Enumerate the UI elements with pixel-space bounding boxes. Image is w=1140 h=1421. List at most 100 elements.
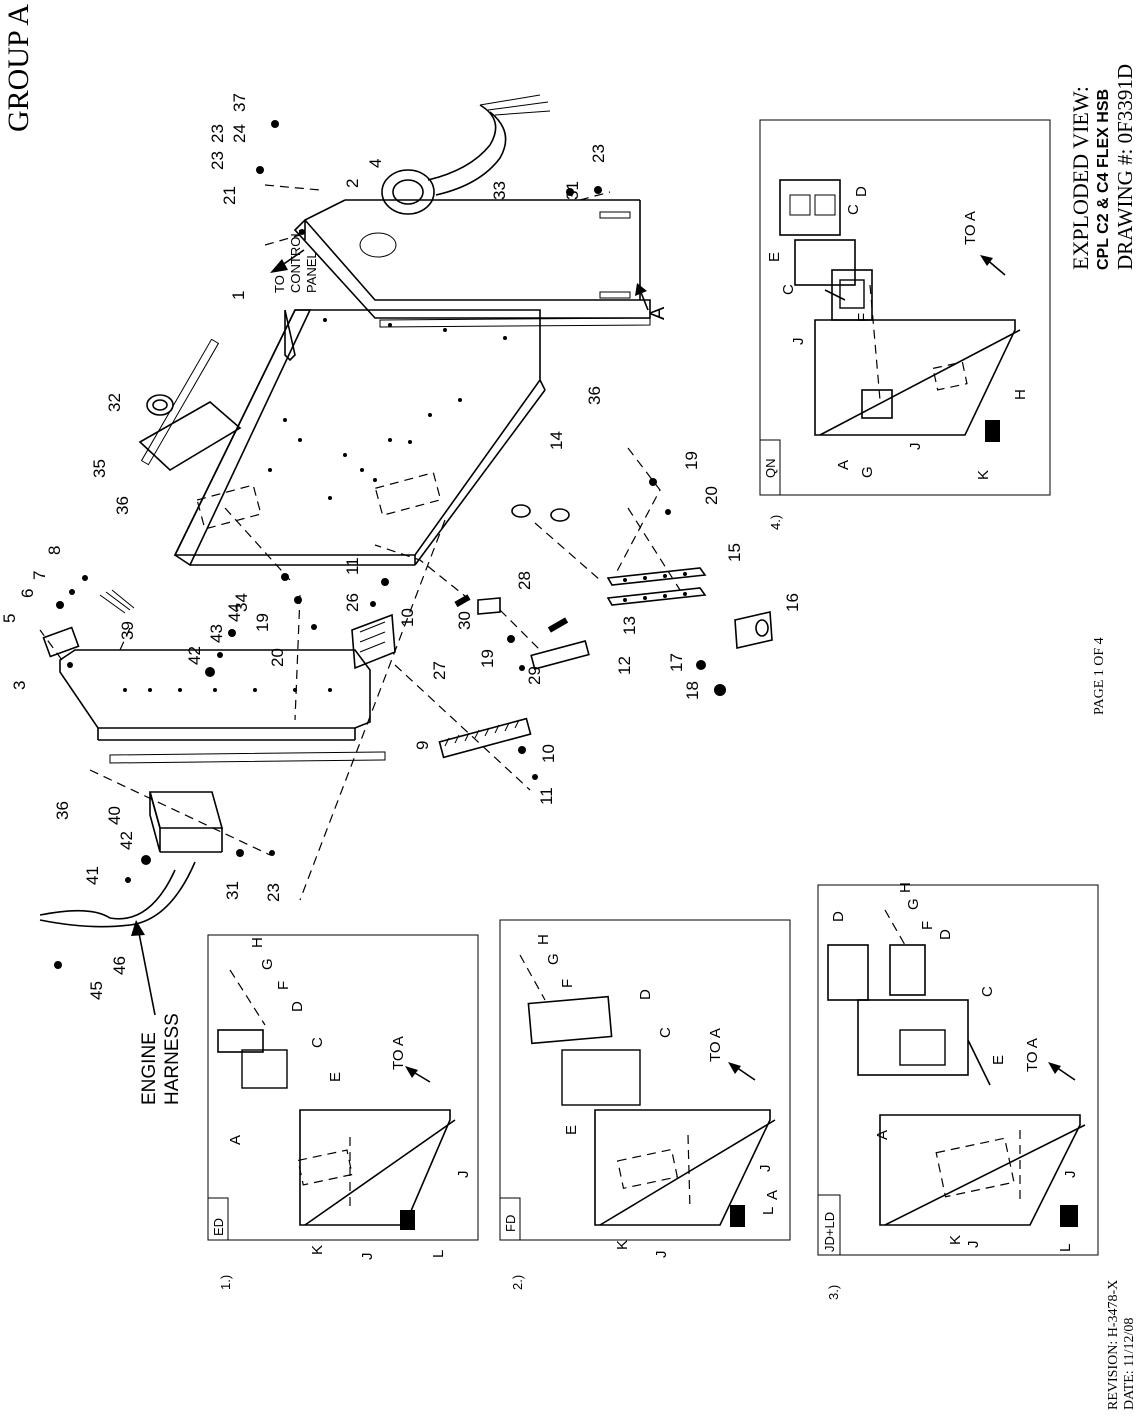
conduit-bushing	[381, 169, 435, 215]
inset-2-fd: FD 2.) A C D E F G H J J K L TO A	[499, 919, 791, 1290]
callout-17: 17	[667, 653, 686, 672]
terminal-block	[530, 640, 590, 670]
inset-2-letter-d: D	[637, 989, 654, 1000]
clip	[454, 594, 471, 608]
callout-20-a: 20	[268, 648, 287, 667]
callout-5: 5	[0, 614, 19, 623]
inset-3-letter-j-bottom: J	[965, 1241, 982, 1249]
callout-43: 43	[207, 624, 226, 643]
inset-1-letter-e: E	[327, 1072, 344, 1082]
callout-numbers: 1 2 3 4 5 6 7 8 9 10 10 11 11 12 13 14 1…	[0, 93, 802, 1000]
side-wall-right	[293, 199, 651, 319]
inset-3-letter-k: K	[947, 1235, 964, 1245]
inset-1-letter-a: A	[227, 1135, 244, 1145]
gasket-strip-right	[379, 317, 651, 328]
inset-2-letter-e: E	[563, 1125, 580, 1135]
callout-23-b: 23	[589, 144, 608, 163]
inset-2-letter-h: H	[535, 934, 552, 945]
callout-10-top: 10	[398, 608, 417, 627]
callout-19-a: 19	[253, 613, 272, 632]
callout-10-bottom: 10	[539, 744, 558, 763]
inset-2-number: 2.)	[510, 1275, 525, 1290]
callout-12: 12	[615, 656, 634, 675]
inset-4-letter-f: F	[855, 313, 872, 322]
callout-7: 7	[30, 571, 49, 580]
terminal-strip-long	[438, 717, 532, 759]
callout-34: 34	[232, 593, 251, 612]
callout-4: 4	[366, 159, 385, 168]
inset-4-letter-j-left: J	[790, 338, 807, 346]
inset-4-qn: QN 4.) A C C D E F G H J J K TO A	[759, 119, 1051, 530]
cover-plate	[138, 401, 242, 471]
inset-1-letter-l: L	[430, 1250, 447, 1258]
relay	[734, 611, 773, 649]
inset-3-letter-j-top: J	[1062, 1171, 1079, 1179]
callout-16: 16	[783, 593, 802, 612]
to-control-panel-line-1: TO	[272, 275, 287, 293]
relay-mount	[477, 597, 501, 615]
inset-3-number: 3.)	[826, 1285, 841, 1300]
inset-1-letter-f: F	[275, 981, 292, 990]
callout-45: 45	[87, 981, 106, 1000]
inset-4-letter-j-bottom: J	[907, 443, 924, 451]
callout-13: 13	[620, 616, 639, 635]
inset-4-letter-c-left: C	[780, 284, 797, 295]
title-model: CPL C2 & C4 FLEX HSB	[1095, 89, 1112, 270]
inset-3-letter-l: L	[1057, 1244, 1074, 1252]
callout-23-c: 23	[264, 883, 283, 902]
inset-3-letter-h: H	[897, 882, 914, 893]
callout-33: 33	[490, 181, 509, 200]
inset-1-letter-h: H	[249, 937, 266, 948]
inset-3-letter-d-right: D	[937, 929, 954, 940]
enclosure-panel	[173, 309, 546, 567]
inset-2-letter-f: F	[559, 979, 576, 988]
inset-1-ed: ED 1.) A C D E F G H J J K L TO A	[207, 934, 479, 1290]
callout-29: 29	[525, 666, 544, 685]
callout-14: 14	[547, 431, 566, 450]
inset-1-letter-g: G	[259, 958, 276, 970]
inset-2-to-a: TO A	[707, 1028, 724, 1062]
callout-19-c: 19	[682, 451, 701, 470]
control-module	[148, 791, 224, 853]
callout-41: 41	[83, 866, 102, 885]
inset-1-number: 1.)	[218, 1275, 233, 1290]
fuse-holder	[547, 617, 569, 633]
inset-2-letter-c: C	[657, 1027, 674, 1038]
page-number: PAGE 1 OF 4	[1092, 637, 1107, 715]
terminal-studs	[511, 504, 570, 522]
callout-11-top: 11	[343, 557, 362, 575]
callout-28: 28	[515, 571, 534, 590]
inset-3-letter-c: C	[979, 986, 996, 997]
wire-leads	[99, 589, 135, 614]
callout-2: 2	[343, 179, 362, 188]
inset-2-letter-a: A	[764, 1190, 781, 1200]
callout-19-b: 19	[478, 649, 497, 668]
main-assembly: TO CONTROL PANEL ENGINE HARNESS A 1 2 3 …	[0, 93, 802, 1105]
inset-2-tag: FD	[503, 1215, 518, 1232]
inset-3-letter-g: G	[905, 898, 922, 910]
inset-3-letter-f: F	[919, 921, 936, 930]
inset-4-letter-d: D	[853, 186, 870, 197]
callout-23-a: 23	[208, 151, 227, 170]
callout-6: 6	[18, 589, 37, 598]
engine-harness-line-2: HARNESS	[162, 1013, 183, 1105]
inset-3-letter-e: E	[990, 1055, 1007, 1065]
engine-harness-arrow	[137, 927, 156, 1016]
callout-21: 21	[220, 186, 239, 205]
inset-2-letter-j-bottom: J	[653, 1251, 670, 1259]
inset-3-tag: JD+LD	[822, 1212, 837, 1252]
inset-2-letter-k: K	[614, 1240, 631, 1250]
callout-35: 35	[90, 459, 109, 478]
callout-46: 46	[110, 956, 129, 975]
gasket-strip-left	[109, 751, 386, 764]
inset-2-letter-l: L	[760, 1207, 777, 1215]
callout-39: 39	[118, 621, 137, 640]
inset-1-to-a: TO A	[390, 1036, 407, 1070]
callout-44: 44	[225, 603, 244, 622]
callout-26: 26	[343, 593, 362, 612]
inset-1-letter-j-bottom: J	[359, 1253, 376, 1261]
inset-4-number: 4.)	[768, 515, 783, 530]
callout-18: 18	[683, 681, 702, 700]
inset-1-letter-j-top: J	[455, 1171, 472, 1179]
date-label: DATE: 11/12/08	[1122, 1318, 1137, 1410]
